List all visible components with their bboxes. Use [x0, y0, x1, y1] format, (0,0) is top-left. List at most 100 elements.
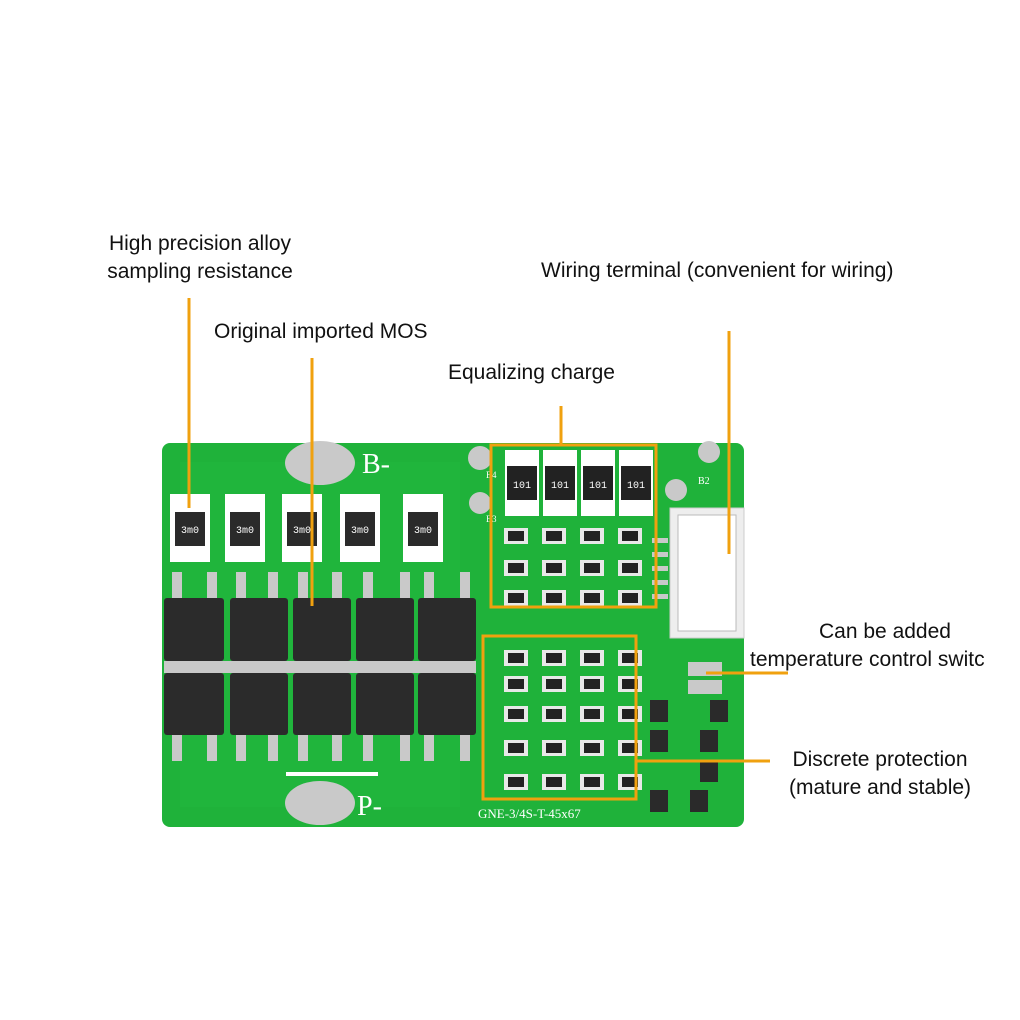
resistor-code: 101	[627, 481, 645, 492]
label-wiring-terminal: Wiring terminal (convenient for wiring)	[541, 259, 894, 282]
smd-chip	[622, 653, 638, 663]
label-line: Can be added	[819, 620, 951, 643]
shunt-code: 3m0	[181, 526, 199, 537]
equalizing-box	[489, 443, 658, 609]
smd-chip	[546, 593, 562, 603]
smd-chip	[546, 777, 562, 787]
smd-chip	[622, 563, 638, 573]
mosfet	[230, 598, 288, 661]
label-line: (mature and stable)	[788, 776, 972, 799]
mosfet	[164, 673, 224, 735]
smd-chip	[508, 563, 524, 573]
smd-chip	[508, 709, 524, 719]
smd-chip	[508, 653, 524, 663]
label-line: Discrete protection	[792, 748, 968, 771]
mosfet	[356, 598, 414, 661]
mosfet	[418, 598, 476, 661]
label-line: High precision alloy	[108, 232, 292, 255]
mosfet	[293, 598, 351, 661]
label-alloy-resistance: High precision alloy sampling resistance	[70, 230, 330, 286]
smd-transistor	[650, 790, 668, 812]
shunt-resistor: 3m0	[282, 494, 322, 562]
pad-b-label: B-	[362, 449, 390, 480]
smd-chip	[584, 593, 600, 603]
shunt-code: 3m0	[414, 526, 432, 537]
pad-p-minus	[285, 781, 355, 825]
callout-lines	[187, 298, 788, 763]
shunt-code: 3m0	[236, 526, 254, 537]
terminal-pins	[652, 538, 668, 599]
label-mos: Original imported MOS	[214, 320, 428, 343]
smd-chip	[622, 709, 638, 719]
smd-chip	[584, 709, 600, 719]
smd-chip	[508, 593, 524, 603]
label-temperature: Can be added temperature control switc	[750, 618, 1020, 674]
mosfet	[164, 598, 224, 661]
smd-transistor	[710, 700, 728, 722]
mosfet-row-top	[164, 598, 476, 661]
smd-transistor	[700, 760, 718, 782]
shunt-resistor: 3m0	[340, 494, 380, 562]
smd-chip	[584, 679, 600, 689]
smd-chip	[546, 531, 562, 541]
pad-b-minus	[285, 441, 355, 485]
balance-resistor: 101	[581, 450, 615, 516]
smd-chip	[546, 653, 562, 663]
temp-switch-pad	[688, 680, 722, 694]
pad-p-label: P-	[357, 791, 382, 822]
smd-transistor	[700, 730, 718, 752]
smd-chip	[584, 743, 600, 753]
mosfet	[356, 673, 414, 735]
mosfet-pins-bottom	[172, 735, 470, 761]
smd-transistor	[650, 700, 668, 722]
smd-chip	[622, 531, 638, 541]
smd-chip	[622, 743, 638, 753]
model-silkscreen: GNE-3/4S-T-45x67	[478, 806, 581, 821]
balance-resistor: 101	[619, 450, 653, 516]
shunt-code: 3m0	[293, 526, 311, 537]
smd-chip	[584, 653, 600, 663]
smd-chip	[546, 679, 562, 689]
balance-resistor: 101	[543, 450, 577, 516]
smd-chip	[584, 563, 600, 573]
shunt-code: 3m0	[351, 526, 369, 537]
silk-b2: B2	[698, 476, 710, 487]
resistor-code: 101	[513, 481, 531, 492]
discrete-protection-box	[481, 634, 638, 801]
smd-chip	[508, 679, 524, 689]
smd-chip	[546, 743, 562, 753]
mosfet-pins-top	[172, 572, 470, 598]
silk-line	[286, 772, 378, 776]
shunt-resistor: 3m0	[225, 494, 265, 562]
balance-resistor: 101	[505, 450, 539, 516]
shunt-resistor: 3m0	[403, 494, 443, 562]
smd-transistor	[690, 790, 708, 812]
via-pad	[665, 479, 687, 501]
mosfet	[418, 673, 476, 735]
smd-transistor	[650, 730, 668, 752]
label-equalizing: Equalizing charge	[448, 361, 615, 384]
smd-chip	[508, 743, 524, 753]
smd-chip	[584, 777, 600, 787]
via-pad	[468, 446, 492, 470]
label-line: sampling resistance	[107, 260, 293, 283]
mosfet	[230, 673, 288, 735]
smd-chip	[546, 563, 562, 573]
label-discrete-protection: Discrete protection (mature and stable)	[770, 746, 990, 802]
mosfet-row-bottom	[164, 673, 476, 735]
wiring-terminal-socket	[677, 514, 737, 632]
smd-chip	[622, 777, 638, 787]
smd-chip	[546, 709, 562, 719]
via-pad	[469, 492, 491, 514]
mosfet-tab-strip	[164, 661, 476, 673]
smd-chip	[622, 679, 638, 689]
mosfet	[293, 673, 351, 735]
via-pad	[698, 441, 720, 463]
smd-chip	[584, 531, 600, 541]
resistor-code: 101	[551, 481, 569, 492]
smd-chip	[508, 531, 524, 541]
smd-chip	[508, 777, 524, 787]
smd-chip	[622, 593, 638, 603]
